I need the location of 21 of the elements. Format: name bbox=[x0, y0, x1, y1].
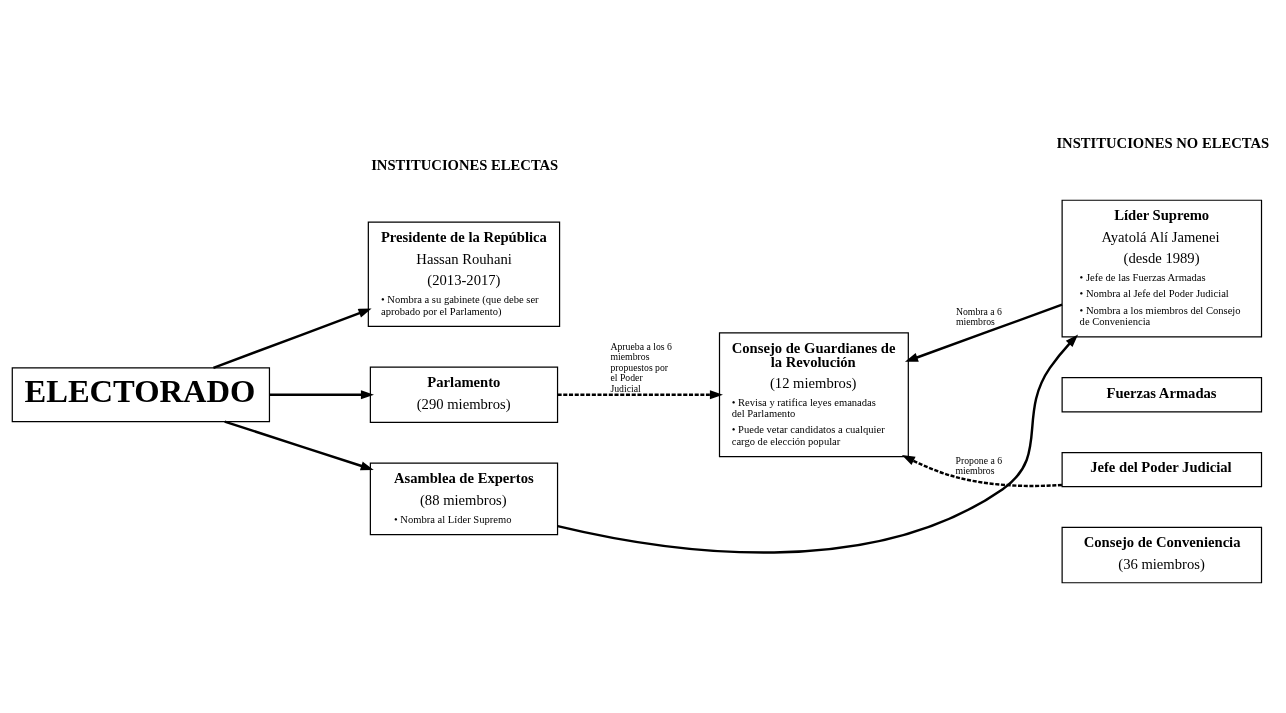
arrow bbox=[904, 303, 1063, 362]
edge-label: Aprueba a los 6 miembros propuestos por el Poder Judicial bbox=[610, 340, 672, 394]
arrow bbox=[213, 308, 372, 369]
node-box: Fuerzas Armadas bbox=[1061, 377, 1263, 413]
node-box: Jefe del Poder Judicial bbox=[1061, 451, 1263, 488]
node-box: Parlamento (290 miembros) bbox=[369, 366, 559, 424]
label: INSTITUCIONES NO ELECTAS bbox=[1056, 134, 1270, 151]
arrow bbox=[557, 334, 1079, 554]
node-box: Asamblea de Expertos (88 miembros) • Nombra al Líder Supremo bbox=[369, 462, 559, 536]
edge-label: Nombra a 6 miembros bbox=[955, 305, 1002, 328]
edge-label: Propone a 6 miembros bbox=[955, 454, 1003, 477]
node-box: Líder Supremo Ayatolá Alí Jamenei (desde 1989) • Jefe de las Fuerzas Armadas • Nombra al Jefe del Poder Judicial • Nombra a los miembros del Consejo de Conveniencia bbox=[1061, 199, 1263, 338]
node-box: ELECTORADO bbox=[11, 367, 271, 423]
arrow bbox=[224, 420, 374, 471]
arrow bbox=[557, 390, 723, 400]
label: INSTITUCIONES ELECTAS bbox=[371, 156, 559, 173]
node-box: Presidente de la República Hassan Rouhani (2013-2017) • Nombra a su gabinete (que debe ser aprobado por el Parlamento) bbox=[367, 221, 561, 327]
node-box: Consejo de Guardianes de la Revolución (12 miembros) • Revisa y ratifica leyes emanadas del Parlamento • Puede vetar candidatos a cualquier cargo de elección popular bbox=[718, 332, 909, 458]
node-box: Consejo de Conveniencia (36 miembros) bbox=[1061, 526, 1263, 584]
arrow bbox=[901, 455, 1062, 488]
arrow bbox=[269, 390, 374, 400]
